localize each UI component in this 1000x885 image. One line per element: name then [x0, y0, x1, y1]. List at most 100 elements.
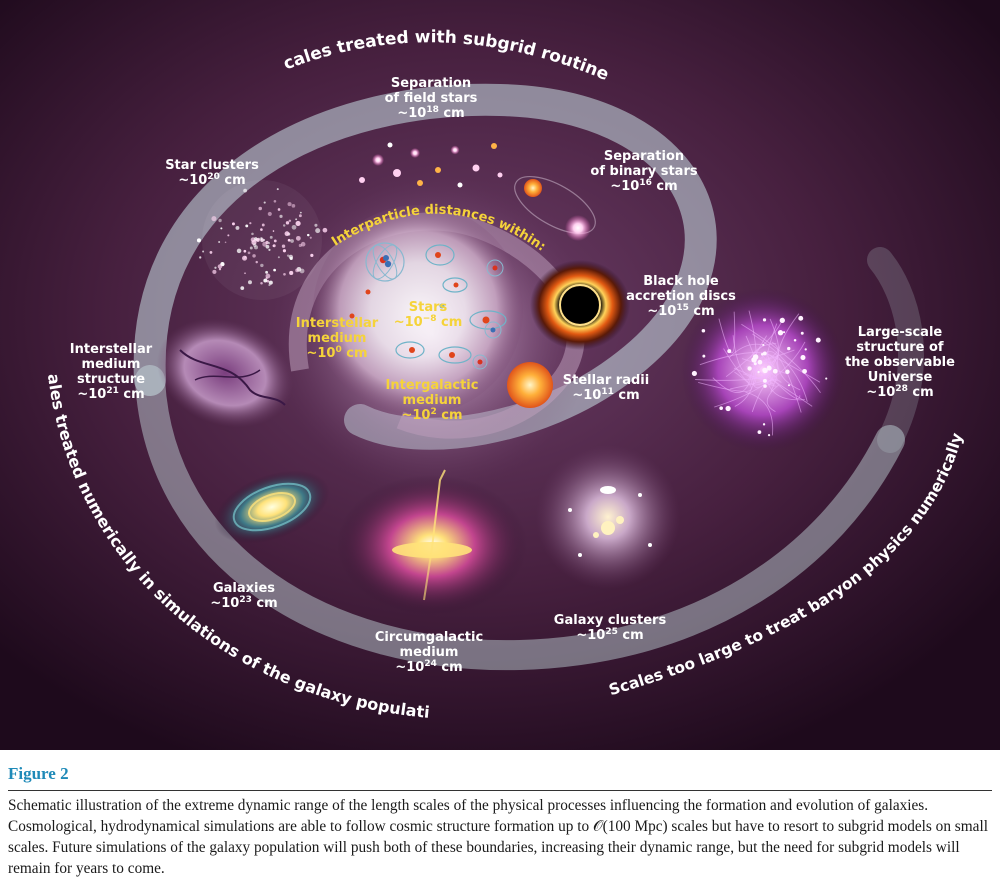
cluster-star [209, 251, 213, 254]
cluster-star [253, 245, 259, 250]
cluster-star [288, 219, 292, 223]
cosmic-web-filament [742, 367, 778, 382]
cosmic-web-node [725, 405, 731, 412]
field-stars-illustration [359, 142, 503, 188]
cluster-star [279, 214, 283, 218]
cluster-star [281, 244, 286, 248]
cluster-star [260, 281, 263, 285]
cosmic-web-filament [747, 354, 773, 382]
cluster-star [265, 244, 270, 249]
cosmic-web-filament [765, 323, 805, 401]
cluster-star [255, 260, 258, 264]
cluster-star [307, 233, 310, 237]
cluster-star [244, 272, 246, 275]
cluster-star [218, 240, 221, 244]
cluster-star [231, 222, 235, 226]
cosmic-web-node [763, 384, 767, 388]
figure-label: Figure 2 [8, 764, 69, 783]
cluster-star [291, 224, 297, 230]
cluster-star [267, 211, 272, 216]
cluster-star [260, 228, 263, 231]
cosmic-web-node [702, 354, 706, 358]
cluster-star [283, 272, 286, 276]
cosmic-web-node [747, 366, 752, 371]
scale-label-stars-inner: Stars~10−8 cm [394, 300, 463, 330]
cluster-star [272, 230, 275, 232]
cluster-star [268, 280, 273, 285]
cosmic-web-node [766, 365, 772, 371]
cluster-star [249, 246, 253, 250]
cluster-star [286, 254, 290, 257]
cluster-star [245, 224, 249, 228]
cluster-star [263, 201, 266, 204]
cosmic-web-filament [712, 374, 752, 393]
cosmic-web-node [761, 353, 764, 356]
cluster-star [263, 278, 268, 283]
ism-structure-illustration [156, 318, 294, 428]
cosmic-web-node [719, 406, 723, 410]
cosmic-web-node [787, 384, 791, 387]
cosmic-web-node [800, 331, 804, 335]
cluster-star [256, 238, 260, 242]
cluster-star [298, 243, 302, 248]
cluster-star [243, 249, 247, 253]
cluster-star [247, 280, 252, 285]
figure-caption: Schematic illustration of the extreme dy… [8, 797, 988, 877]
cluster-star [217, 264, 223, 269]
cluster-star [218, 268, 222, 271]
caption-area: Figure 2 Schematic illustration of the e… [0, 752, 1000, 885]
cosmic-web-filament [752, 333, 808, 402]
cluster-star [298, 214, 302, 218]
cluster-star [295, 220, 301, 227]
cosmic-web-node [782, 331, 786, 334]
cosmic-web-node [691, 370, 697, 377]
cosmic-web-filament [759, 318, 780, 364]
cosmic-web-node [777, 330, 784, 336]
cosmic-web-node [763, 378, 767, 383]
cluster-star [218, 218, 222, 223]
cluster-star [251, 232, 254, 236]
cosmic-web-filament [762, 350, 772, 386]
cluster-star [273, 239, 277, 243]
cluster-star [227, 234, 230, 237]
scale-label-stellar-radii: Stellar radii~1011 cm [563, 373, 649, 403]
black-hole-illustration [530, 260, 630, 350]
cosmic-web-filament [746, 365, 813, 407]
cluster-star [268, 248, 271, 252]
cluster-star [284, 231, 290, 237]
cluster-star [211, 216, 217, 222]
cosmic-web-filament [763, 369, 801, 400]
cluster-star [287, 238, 291, 242]
cluster-star [322, 227, 328, 233]
cluster-star [202, 250, 205, 253]
binary-stars-illustration [514, 176, 596, 241]
cluster-star [288, 254, 294, 260]
cosmic-web-node [767, 433, 771, 437]
cluster-star [241, 255, 248, 261]
cosmic-web-node [727, 349, 732, 354]
cluster-star [265, 270, 268, 274]
galaxies-illustration [214, 470, 330, 544]
cosmic-web-filament [752, 363, 778, 389]
cosmic-web-filament [698, 371, 752, 392]
cluster-star [282, 249, 287, 253]
cosmic-web-node [793, 338, 797, 342]
cluster-star [272, 245, 275, 247]
cluster-star [291, 204, 296, 208]
cluster-star [295, 268, 299, 273]
cluster-star [310, 253, 314, 258]
cluster-star [235, 225, 240, 230]
star-clusters-illustration [196, 180, 328, 300]
cluster-star [236, 248, 242, 254]
cluster-star [289, 270, 294, 276]
cluster-star [249, 222, 252, 225]
cluster-star [240, 286, 245, 291]
large-scale-structure-illustration [681, 288, 845, 452]
cosmic-web-filament [699, 352, 778, 393]
cosmic-web-filament [766, 384, 780, 412]
